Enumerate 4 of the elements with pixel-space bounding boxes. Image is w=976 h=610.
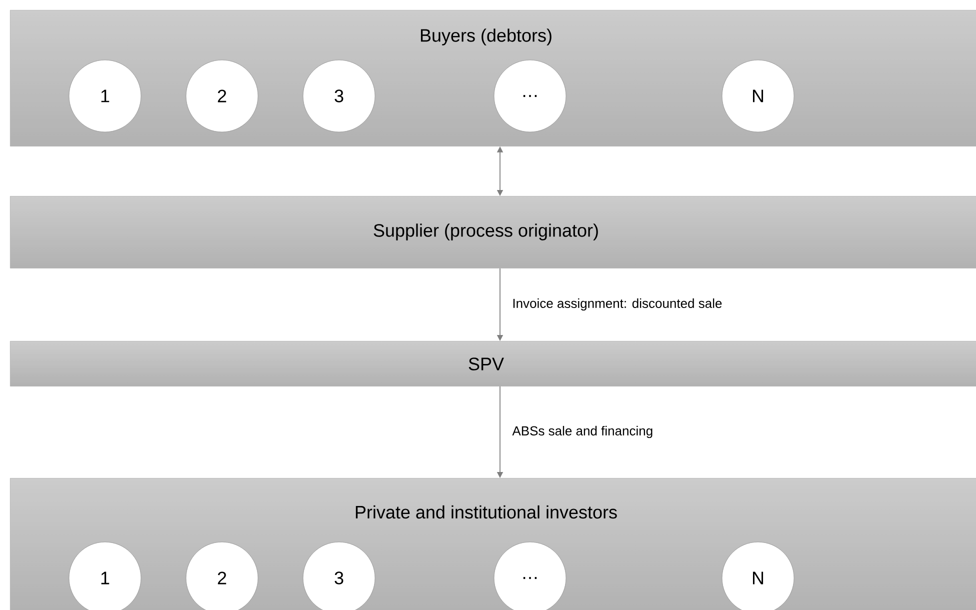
band: SPV [10,341,976,386]
band: Supplier (process originator) [10,196,976,268]
edge-label: Invoice assignment: discounted sale [511,297,724,312]
edge-label: ABSs sale and financing [511,424,654,440]
